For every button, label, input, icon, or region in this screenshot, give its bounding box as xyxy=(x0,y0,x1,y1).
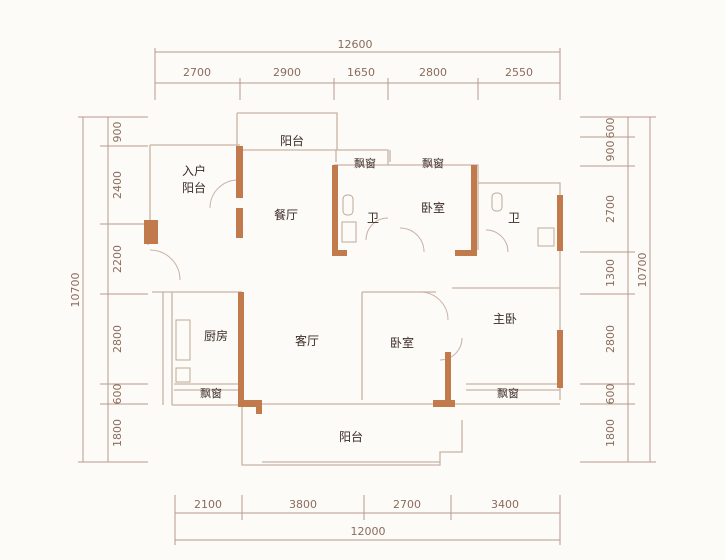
dim-top-1: 2700 xyxy=(183,66,211,79)
room-top-balcony: 阳台 xyxy=(280,133,304,148)
dim-top-2: 2900 xyxy=(273,66,301,79)
dim-bottom-3: 2700 xyxy=(393,498,421,511)
dim-right-4: 1300 xyxy=(604,259,617,287)
dim-left-2: 2400 xyxy=(111,171,124,199)
dim-top-total: 12600 xyxy=(338,38,373,51)
room-bottom-balcony: 阳台 xyxy=(339,429,363,444)
dim-top-3: 1650 xyxy=(347,66,375,79)
room-master: 主卧 xyxy=(493,312,517,326)
dim-right-total: 10700 xyxy=(636,253,649,288)
thick-walls xyxy=(144,146,563,414)
room-bedroom-top: 卧室 xyxy=(421,200,445,215)
dim-right-6: 600 xyxy=(604,384,617,405)
dim-right-2: 900 xyxy=(604,141,617,162)
room-bay-window-2: 飘窗 xyxy=(422,156,444,170)
dim-left-1: 900 xyxy=(111,122,124,143)
dim-bottom-2: 3800 xyxy=(289,498,317,511)
room-bath-2: 卫 xyxy=(508,211,520,225)
dim-bottom-total: 12000 xyxy=(351,525,386,538)
room-entry-balcony-line2: 阳台 xyxy=(182,180,206,195)
room-bay-window-4: 飘窗 xyxy=(497,386,519,400)
room-dining: 餐厅 xyxy=(274,207,298,222)
thin-walls xyxy=(147,112,561,466)
dim-left-6: 1800 xyxy=(111,419,124,447)
dim-bottom-1: 2100 xyxy=(194,498,222,511)
room-bay-window-1: 飘窗 xyxy=(354,156,376,170)
room-bath-1: 卫 xyxy=(367,211,379,225)
dim-top-5: 2550 xyxy=(505,66,533,79)
dim-left-5: 600 xyxy=(111,384,124,405)
door-swings xyxy=(149,179,509,361)
room-bay-window-3: 飘窗 xyxy=(200,386,222,400)
dim-left-3: 2200 xyxy=(111,245,124,273)
room-kitchen: 厨房 xyxy=(204,328,228,343)
dim-left-4: 2800 xyxy=(111,325,124,353)
room-living: 客厅 xyxy=(295,333,319,348)
dim-left-total: 10700 xyxy=(69,273,82,308)
room-entry-balcony-line1: 入户 xyxy=(182,163,206,178)
dim-right-7: 1800 xyxy=(604,419,617,447)
room-bedroom-mid: 卧室 xyxy=(390,335,414,350)
bathroom-fixtures xyxy=(175,192,555,383)
dim-top-4: 2800 xyxy=(419,66,447,79)
dim-bottom-4: 3400 xyxy=(491,498,519,511)
dim-right-1: 600 xyxy=(604,118,617,139)
dim-right-3: 2700 xyxy=(604,195,617,223)
dim-right-5: 2800 xyxy=(604,325,617,353)
dimension-lines xyxy=(78,48,656,545)
